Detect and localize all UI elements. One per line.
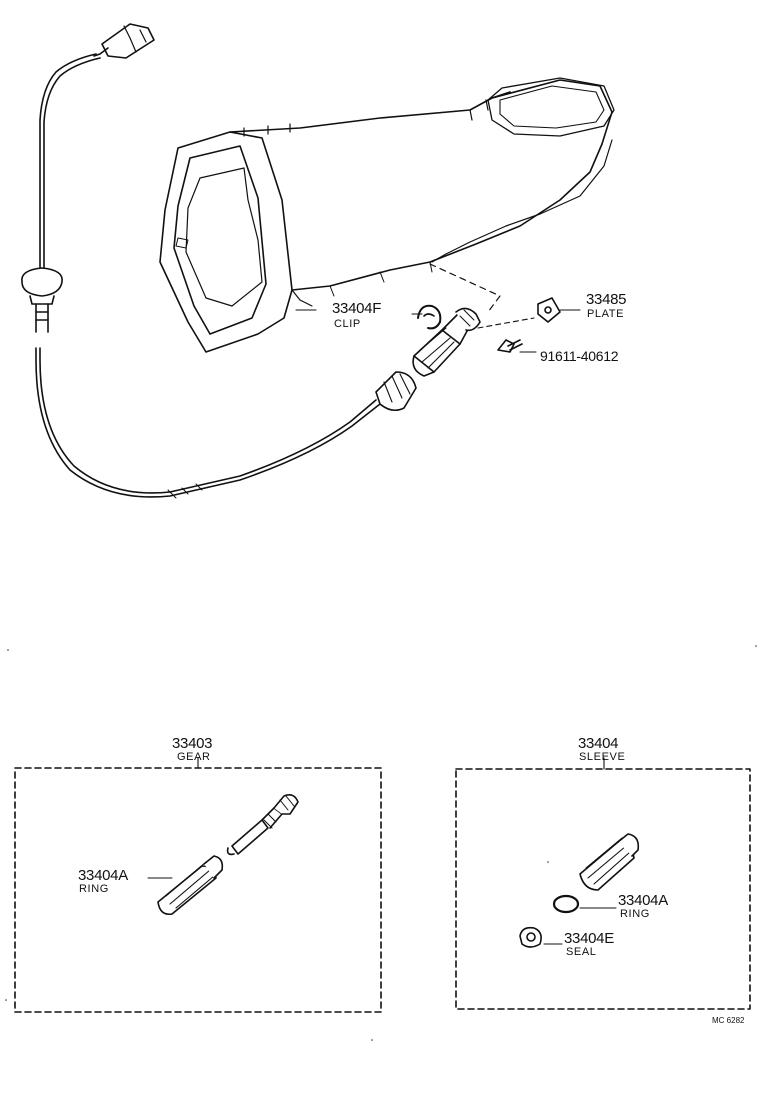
driven-gear-part [228,795,298,855]
gear-box-name: GEAR [177,751,211,763]
seal-name: SEAL [566,946,597,958]
clip-part-number: 33404F [332,300,382,317]
gear-box-number: 33403 [172,735,213,752]
sleeve-ring-part [554,896,616,912]
bolt-part [498,340,522,352]
gear-ring-name: RING [79,883,109,895]
bolt-part-number: 91611-40612 [540,348,619,364]
gear-box-frame [15,758,381,1012]
speedometer-sleeve-assembly [413,308,534,376]
transmission-case [160,78,614,352]
sleeve-ring-number: 33404A [618,892,668,909]
sleeve-box-number: 33404 [578,735,619,752]
plate-part-name: PLATE [587,308,625,320]
seal-number: 33404E [564,930,614,947]
figure-code: MC 6282 [712,1016,745,1025]
clip-part [418,306,440,329]
seal-part [520,928,562,947]
sleeve-box-name: SLEEVE [579,751,626,763]
sleeve-box-frame [456,758,750,1009]
sleeve-part [580,834,638,890]
plate-part-number: 33485 [586,291,627,308]
gear-ring-number: 33404A [78,867,128,884]
speedometer-cable [22,24,416,498]
plate-part [538,298,560,322]
sleeve-ring-name: RING [620,908,650,920]
gear-sleeve-part [158,856,222,914]
clip-part-name: CLIP [334,318,361,330]
